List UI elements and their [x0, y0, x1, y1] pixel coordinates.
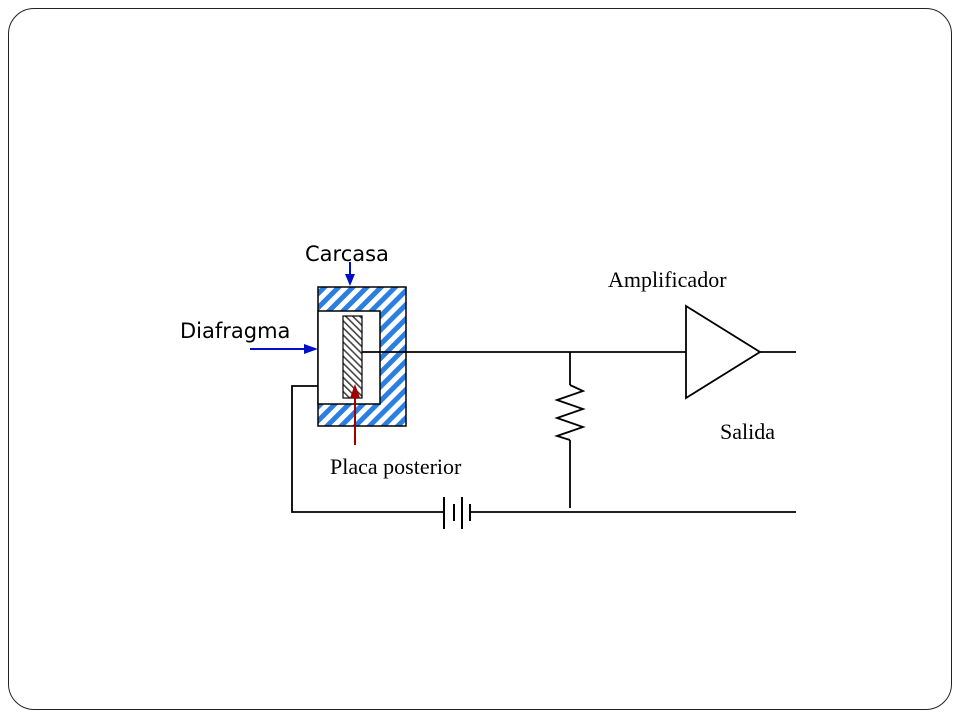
carcasa-arrow [345, 262, 355, 286]
label-placa-posterior: Placa posterior [330, 454, 462, 479]
slide-frame [8, 8, 952, 710]
battery [443, 497, 471, 529]
ground-wire-left [291, 385, 444, 513]
label-carcasa: Carcasa [305, 242, 389, 266]
resistor [554, 384, 586, 441]
label-diafragma: Diafragma [180, 319, 290, 343]
label-salida: Salida [720, 419, 775, 444]
diafragma-arrow [250, 344, 318, 354]
amplifier-symbol [685, 304, 762, 400]
back-plate [342, 315, 363, 399]
label-amplificador: Amplificador [608, 267, 727, 292]
wires [291, 351, 796, 513]
placa-posterior-arrow [350, 384, 360, 445]
